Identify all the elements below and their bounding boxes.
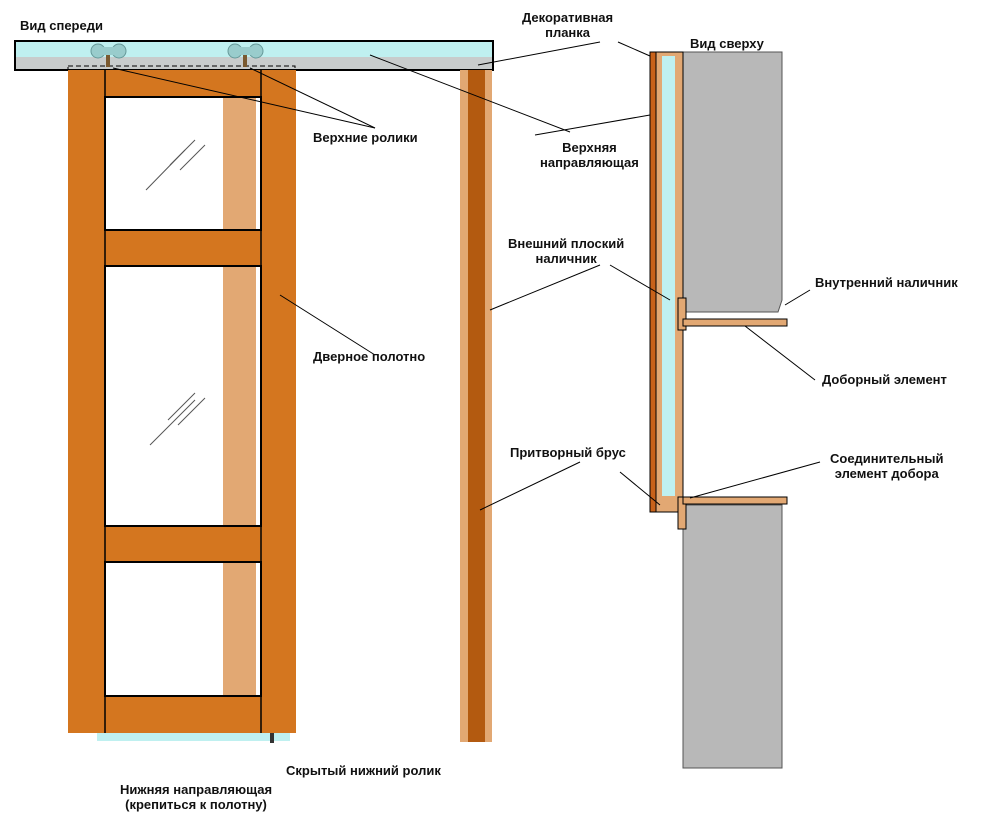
closing-bar-label: Притворный брус: [510, 445, 626, 460]
label-line: Соединительный: [830, 451, 944, 466]
label-line: Декоративная: [522, 10, 614, 25]
label-line: наличник: [535, 251, 597, 266]
extension-element-label: Доборный элемент: [822, 372, 947, 387]
label-line: направляющая: [540, 155, 639, 170]
side-view-door: [460, 70, 492, 742]
door-leaf: [68, 70, 296, 733]
hidden-roller: [270, 733, 274, 743]
roller-icon: [90, 43, 127, 67]
door-section-top: [649, 51, 788, 530]
label-line: элемент добора: [834, 466, 939, 481]
top-view-label: Вид сверху: [690, 36, 764, 51]
leader-lines: [112, 41, 821, 511]
wall-section: [682, 51, 783, 769]
label-line: (крепиться к полотну): [125, 797, 267, 812]
label-line: Нижняя направляющая: [120, 782, 273, 797]
hidden-roller-label: Скрытый нижний ролик: [286, 763, 441, 778]
inner-casing-label: Внутренний наличник: [815, 275, 958, 290]
roller-icon: [227, 43, 264, 67]
front-view-label: Вид спереди: [20, 18, 103, 33]
upper-rollers-label: Верхние ролики: [313, 130, 418, 145]
label-line: Внешний плоский: [508, 236, 625, 251]
label-line: Верхняя: [562, 140, 617, 155]
lower-guide-label: Нижняя направляющая(крепиться к полотну): [120, 782, 272, 812]
door-leaf-label: Дверное полотно: [313, 349, 426, 364]
lower-guide: [97, 733, 290, 741]
label-line: планка: [545, 25, 591, 40]
